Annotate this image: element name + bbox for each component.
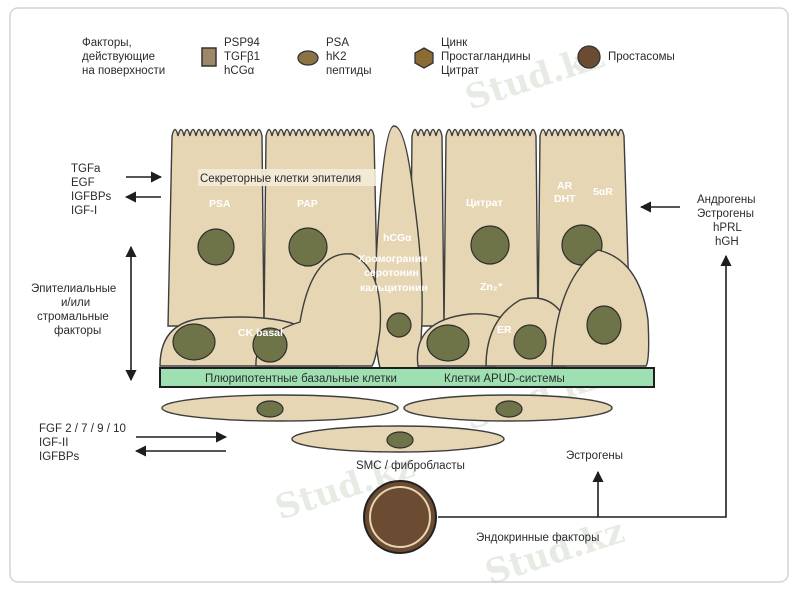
ar-label: AR (557, 180, 573, 192)
ck-basal-label: CK basal (238, 327, 283, 339)
estrogens-right-label: Эстрогены (697, 208, 754, 220)
secretory-cell-1 (167, 128, 265, 327)
five-alpha-reductase-label: 5αR (593, 186, 613, 198)
er-label: ER (497, 324, 512, 336)
chromogranin-line-1: Хромогранин (358, 253, 428, 265)
legend-surface-line-3: на поверхности (82, 65, 165, 77)
chromogranin-line-3: кальцитонин (360, 282, 428, 294)
citrate-label: Цитрат (466, 197, 503, 209)
legend-group3-line-1: Цинк (441, 37, 468, 49)
nucleus (288, 227, 328, 267)
nucleus (197, 228, 235, 266)
psa-label: PSA (209, 198, 231, 210)
epithelial-line-3: стромальные (37, 311, 109, 323)
fgf-label: FGF 2 / 7 / 9 / 10 (39, 423, 126, 435)
square-marker-icon (201, 47, 217, 67)
igf2-label: IGF-II (39, 437, 68, 449)
oval-marker-icon (297, 50, 319, 66)
nucleus (172, 323, 216, 361)
pap-label: PAP (297, 198, 318, 210)
igf1-label: IGF-I (71, 205, 97, 217)
endocrine-gland-ring (369, 486, 431, 548)
basal-membrane-strip (159, 367, 655, 388)
right-labels: Андрогены Эстрогены hPRL hGH Эстрогены Э… (476, 194, 755, 544)
legend-group1-line-1: PSP94 (224, 37, 260, 49)
legend-group3-line-2: Простагландины (441, 51, 531, 63)
epithelial-line-2: и/или (61, 297, 90, 309)
egf-label: EGF (71, 177, 95, 189)
endocrine-line (438, 254, 732, 518)
nuclei-basal (172, 305, 622, 363)
stroma-label: SMC / фибробласты (356, 460, 465, 472)
hprl-label: hPRL (713, 222, 742, 234)
stromal-nuclei (256, 400, 523, 449)
legend-group1-line-3: hCGα (224, 65, 255, 77)
hcg-label: hCGα (383, 232, 412, 244)
legend-surface-line-2: действующие (82, 51, 155, 63)
legend-group3-line-3: Цитрат (441, 65, 480, 77)
nucleus (495, 400, 523, 418)
nucleus (386, 312, 412, 338)
androgens-label: Андрогены (697, 194, 755, 206)
zinc-label: Zn₂⁺ (480, 281, 503, 293)
hexagon-marker-icon (414, 47, 434, 69)
chromogranin-line-2: серотонин (364, 267, 419, 279)
left-labels: TGFa EGF IGFBPs IGF-I Эпителиальные и/ил… (31, 163, 126, 463)
epithelial-line-1: Эпителиальные (31, 283, 116, 295)
cell-labels: PSA PAP hCGα Хромогранин серотонин кальц… (209, 180, 613, 339)
apud-cells-label: Клетки APUD-системы (444, 373, 565, 385)
secretory-label: Секреторные клетки эпителия (200, 173, 361, 185)
tgfa-label: TGFa (71, 163, 101, 175)
nucleus (252, 327, 288, 363)
epithelial-line-4: факторы (54, 325, 101, 337)
nucleus (470, 225, 510, 265)
estrogens-bottom-label: Эстрогены (566, 450, 623, 462)
endocrine-factors-label: Эндокринные факторы (476, 532, 599, 544)
prostasome-marker-icon (577, 45, 601, 69)
nucleus (426, 324, 470, 362)
legend-group2-line-1: PSA (326, 37, 349, 49)
arrows (124, 171, 732, 518)
nucleus (513, 324, 547, 360)
igfbps-bottom-label: IGFBPs (39, 451, 80, 463)
endocrine-gland (363, 480, 437, 554)
dht-label: DHT (554, 193, 576, 205)
secretory-label-box (198, 169, 376, 186)
igfbps-label: IGFBPs (71, 191, 112, 203)
hgh-label: hGH (715, 236, 739, 248)
stromal-cells (161, 394, 613, 453)
legend: Факторы, действующие на поверхности PSP9… (82, 37, 675, 77)
nucleus (386, 431, 414, 449)
pluripotent-basal-label: Плюрипотентные базальные клетки (205, 373, 397, 385)
nucleus (256, 400, 284, 418)
legend-group2-line-3: пептиды (326, 65, 372, 77)
legend-group2-line-2: hK2 (326, 51, 346, 63)
legend-group4: Простасомы (608, 51, 675, 63)
legend-surface-line-1: Факторы, (82, 37, 132, 49)
legend-group1-line-2: TGFβ1 (224, 51, 260, 63)
nucleus (586, 305, 622, 345)
basal-cell-mid-left (255, 253, 382, 367)
